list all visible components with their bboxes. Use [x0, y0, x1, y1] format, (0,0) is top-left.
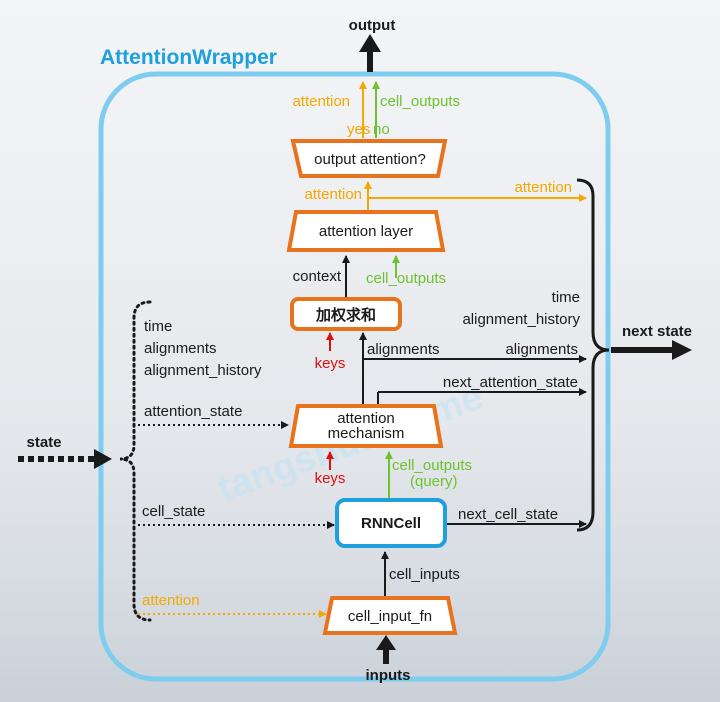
next-state-brace	[576, 178, 610, 532]
attention-mid-left-label: attention	[304, 186, 362, 203]
state-arrow-head	[94, 449, 112, 469]
attention-layer-box	[286, 210, 446, 252]
state-label: state	[26, 434, 61, 451]
attention-input-label: attention	[142, 592, 200, 609]
rnn-cell-box	[335, 498, 447, 548]
next-attention-state-label: next_attention_state	[443, 374, 578, 391]
output-label: output	[349, 17, 396, 34]
cell-input-fn-label: cell_input_fn	[348, 608, 432, 625]
cell-input-fn-box	[322, 596, 458, 635]
no-label: no	[373, 121, 390, 138]
inputs-label: inputs	[366, 667, 411, 684]
cell-outputs-query-label-2: (query)	[410, 473, 458, 490]
wrapper-title: AttentionWrapper	[100, 46, 277, 69]
attention-mechanism-label-2: mechanism	[328, 425, 405, 442]
weighted-sum-label: 加权求和	[315, 306, 376, 324]
alignments-left-label: alignments	[144, 340, 217, 357]
time-right-label: time	[552, 289, 580, 306]
next-state-label: next state	[622, 323, 692, 340]
alignments-right-label: alignments	[505, 341, 578, 358]
weighted-sum-box	[290, 297, 402, 331]
context-label: context	[293, 268, 342, 285]
attention-output-label: attention	[292, 93, 350, 110]
output-attention-label: output attention?	[314, 151, 426, 168]
time-left-label: time	[144, 318, 172, 335]
next-cell-state-label: next_cell_state	[458, 506, 558, 523]
alignment-history-right-label: alignment_history	[462, 311, 580, 328]
next-state-arrow-head	[672, 340, 692, 360]
cell-outputs-output-label: cell_outputs	[380, 93, 460, 110]
alignments-from-sum-label: alignments	[367, 341, 440, 358]
inputs-arrow-head	[376, 635, 396, 650]
output-attention-box	[290, 139, 448, 178]
alignment-history-left-label: alignment_history	[144, 362, 262, 379]
attention-wrapper-border	[98, 71, 611, 682]
rnn-cell-label: RNNCell	[361, 515, 421, 532]
state-split-brace	[119, 300, 152, 622]
attention-mid-right-label: attention	[514, 179, 572, 196]
attention-mechanism-box	[288, 404, 444, 448]
cell-inputs-label: cell_inputs	[389, 566, 460, 583]
cell-state-label: cell_state	[142, 503, 205, 520]
attention-layer-label: attention layer	[319, 223, 413, 240]
cell-outputs-mid-label: cell_outputs	[366, 270, 446, 287]
cell-outputs-query-label-1: cell_outputs	[392, 457, 472, 474]
yes-label: yes	[347, 121, 370, 138]
keys-upper-label: keys	[315, 355, 346, 372]
output-arrow-head	[359, 34, 381, 52]
attention-mechanism-label-1: attention	[337, 410, 395, 427]
attention-state-label: attention_state	[144, 403, 242, 420]
keys-lower-label: keys	[315, 470, 346, 487]
